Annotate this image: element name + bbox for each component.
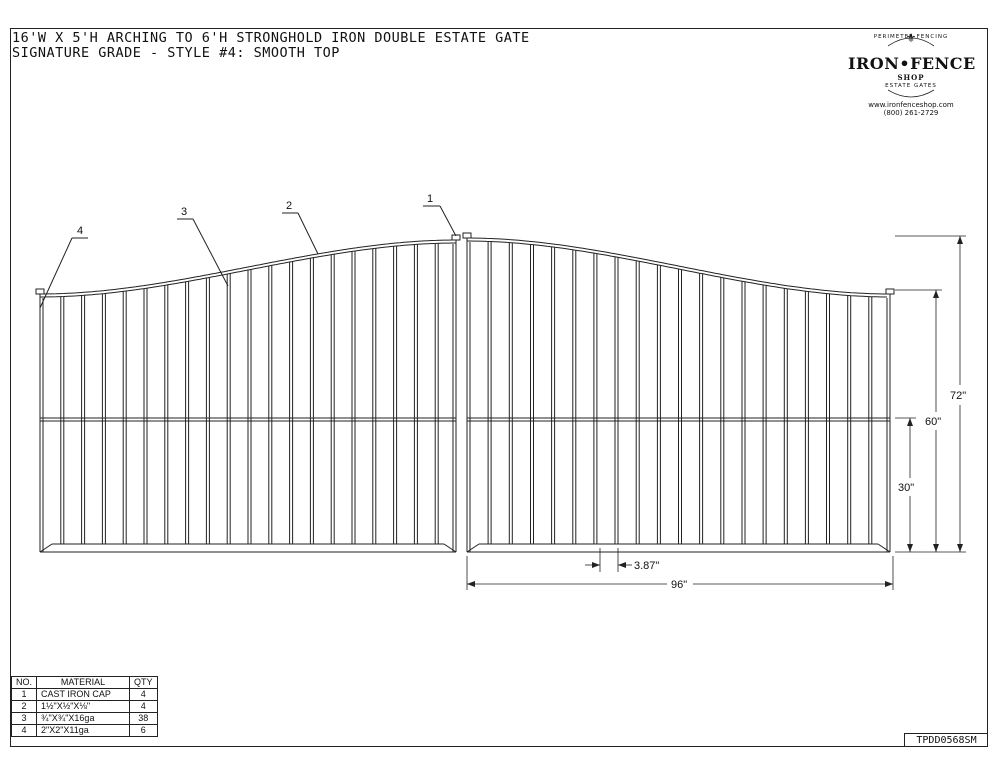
callout-1: 1 [423, 193, 457, 237]
dimension-60: 60" [925, 416, 941, 428]
bom-qty: 38 [129, 712, 158, 725]
cast-iron-cap [885, 288, 895, 295]
drawing-number: TPDD0568SM [904, 733, 988, 747]
logo-website: www.ironfenceshop.com [868, 101, 954, 109]
dimension-72: 72" [950, 390, 966, 402]
cast-iron-cap [462, 232, 472, 239]
right-top-rail [467, 237, 887, 295]
callout-4-label: 4 [77, 225, 83, 237]
logo-shop: SHOP [897, 73, 925, 82]
bom-material: 2"X2"X11ga [36, 724, 131, 737]
left-top-rail [40, 239, 456, 295]
bom-no: 2 [10, 700, 38, 713]
bom-qty: 4 [129, 700, 158, 713]
logo-emblem-icon: ⚜ [887, 32, 935, 98]
callout-1-label: 1 [427, 193, 433, 205]
bom-header-row: NO. MATERIAL QTY [10, 676, 158, 689]
dimension-leaf-width: 96" [671, 579, 687, 591]
dimension-lines [466, 235, 966, 590]
bom-no: 4 [10, 724, 38, 737]
bom-row: 3 ¾"X¾"X16ga 38 [10, 712, 158, 725]
callout-4: 4 [39, 225, 88, 309]
drawing-frame [10, 28, 988, 747]
bom-no: 1 [10, 688, 38, 701]
bom-no: 3 [10, 712, 38, 725]
logo-brand: IRON•FENCE [848, 54, 976, 73]
left-bottom-bevel [443, 543, 457, 553]
right-top-rail-inner [467, 240, 887, 298]
bom-header-no: NO. [10, 676, 38, 689]
left-bottom-bevel [39, 543, 53, 553]
logo-phone: (800) 261-2729 [883, 109, 939, 117]
bom-row: 1 CAST IRON CAP 4 [10, 688, 158, 701]
bom-material: 1½"X½"X⅛" [36, 700, 131, 713]
bom-qty: 6 [129, 724, 158, 737]
iron-fence-shop-logo: ⚜ PERIMETER FENCING IRON•FENCE SHOP ESTA… [848, 32, 976, 124]
bom-row: 4 2"X2"X11ga 6 [10, 724, 158, 737]
bom-qty: 4 [129, 688, 158, 701]
bill-of-materials: NO. MATERIAL QTY 1 CAST IRON CAP 4 2 1½"… [10, 676, 158, 737]
dimension-30: 30" [898, 482, 914, 494]
logo-arc-bottom-text: ESTATE GATES [885, 83, 937, 89]
cast-iron-cap [35, 288, 45, 295]
bom-material: CAST IRON CAP [36, 688, 131, 701]
callout-3-label: 3 [181, 206, 187, 218]
bom-row: 2 1½"X½"X⅛" 4 [10, 700, 158, 713]
right-bottom-bevel [466, 543, 480, 553]
logo-arc-top-text: PERIMETER FENCING [873, 34, 949, 40]
bom-header-qty: QTY [129, 676, 158, 689]
bom-header-material: MATERIAL [36, 676, 131, 689]
drawing-title: 16'W X 5'H ARCHING TO 6'H STRONGHOLD IRO… [12, 30, 530, 46]
callout-2-label: 2 [286, 200, 292, 212]
right-bottom-bevel [877, 543, 891, 553]
dimension-picket-spacing: 3.87" [634, 560, 659, 572]
callout-2: 2 [282, 200, 319, 255]
svg-text:⚜: ⚜ [906, 32, 917, 45]
callout-3: 3 [177, 206, 229, 287]
bom-material: ¾"X¾"X16ga [36, 712, 131, 725]
drawing-subtitle: SIGNATURE GRADE - STYLE #4: SMOOTH TOP [12, 45, 340, 61]
dimension-arrows [467, 236, 963, 587]
